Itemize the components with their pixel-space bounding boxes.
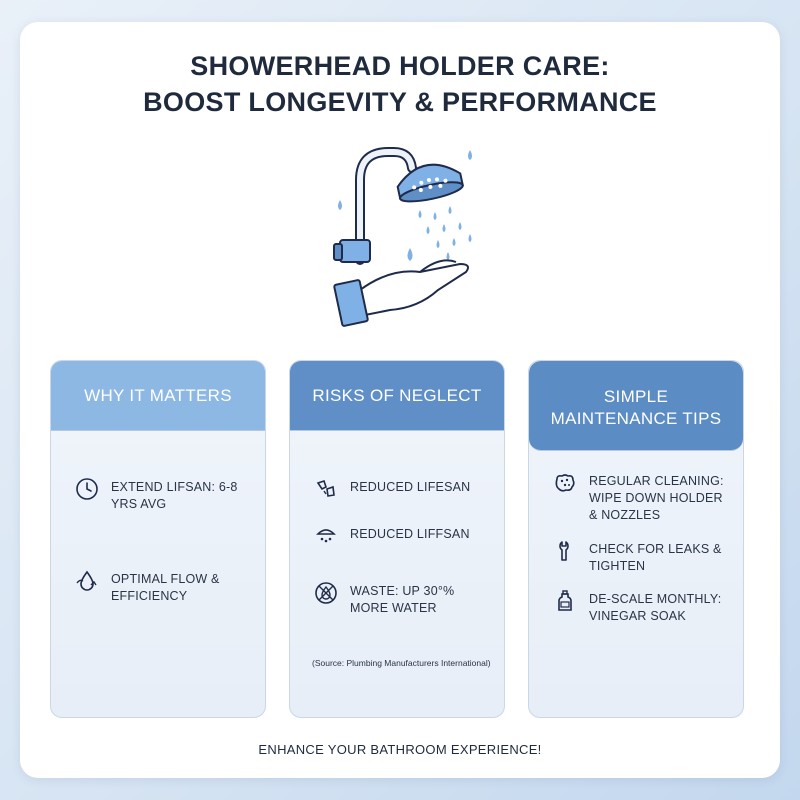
column-heading: SIMPLE MAINTENANCE TIPS	[529, 361, 743, 451]
footer-tagline: ENHANCE YOUR BATHROOM EXPERIENCE!	[258, 742, 542, 757]
clock-icon	[76, 478, 98, 500]
column-maintenance-tips: SIMPLE MAINTENANCE TIPS REGULAR CLEANING…	[528, 360, 744, 718]
item-text: WASTE: UP 30°% MORE WATER	[350, 584, 455, 615]
list-item: CHECK FOR LEAKS & TIGHTEN	[553, 541, 733, 575]
title-line-2: BOOST LONGEVITY & PERFORMANCE	[143, 87, 657, 117]
page-title: SHOWERHEAD HOLDER CARE: BOOST LONGEVITY …	[0, 48, 800, 120]
column-heading: WHY IT MATTERS	[51, 361, 265, 431]
list-item: OPTIMAL FLOW & EFFICIENCY	[75, 570, 255, 605]
item-text: CHECK FOR LEAKS & TIGHTEN	[589, 542, 722, 573]
water-flow-icon	[76, 570, 97, 591]
list-item: DE-SCALE MONTHLY: VINEGAR SOAK	[553, 590, 733, 625]
leaking-nozzle-icon	[316, 529, 336, 543]
column-why-it-matters: WHY IT MATTERS EXTEND LIFSAN: 6-8 YRS AV…	[50, 360, 266, 718]
item-text: EXTEND LIFSAN: 6-8 YRS AVG	[111, 480, 238, 511]
item-text: REGULAR CLEANING: WIPE DOWN HOLDER & NOZ…	[589, 474, 724, 522]
list-item: REGULAR CLEANING: WIPE DOWN HOLDER & NOZ…	[553, 473, 733, 524]
item-text: OPTIMAL FLOW & EFFICIENCY	[111, 572, 220, 603]
column-heading: RISKS OF NEGLECT	[290, 361, 504, 431]
sponge-icon	[555, 474, 575, 492]
no-water-waste-icon	[315, 582, 337, 604]
title-line-1: SHOWERHEAD HOLDER CARE:	[190, 51, 610, 81]
column-risks-of-neglect: RISKS OF NEGLECT REDUCED LIFESAN REDUCED…	[289, 360, 505, 718]
showerhead-hand-illustration	[333, 147, 472, 327]
source-note: (Source: Plumbing Manufacturers Internat…	[312, 658, 491, 668]
list-item: EXTEND LIFSAN: 6-8 YRS AVG	[75, 478, 255, 513]
item-text: REDUCED LIFFSAN	[350, 527, 470, 541]
list-item: REDUCED LIFFSAN	[314, 526, 494, 548]
vinegar-bottle-icon	[558, 590, 572, 611]
item-text: REDUCED LIFESAN	[350, 480, 471, 494]
wrench-icon	[559, 541, 569, 561]
item-text: DE-SCALE MONTHLY: VINEGAR SOAK	[589, 592, 722, 623]
list-item: REDUCED LIFESAN	[314, 479, 494, 501]
broken-pipe-icon	[316, 479, 335, 497]
list-item: WASTE: UP 30°% MORE WATER	[314, 582, 494, 617]
